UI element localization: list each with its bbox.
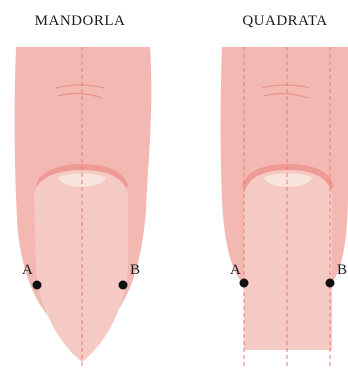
square-point-b-marker — [326, 279, 335, 288]
almond-point-a-marker — [33, 281, 42, 290]
almond-panel: MANDORLA A B — [15, 13, 152, 368]
almond-point-b-label: B — [130, 262, 140, 278]
square-point-a-label: A — [230, 262, 241, 278]
almond-title: MANDORLA — [35, 13, 126, 29]
square-nail — [244, 170, 332, 350]
square-panel: QUADRATA A B — [221, 13, 348, 368]
square-point-b-label: B — [337, 262, 347, 278]
almond-nail — [34, 170, 128, 362]
almond-point-a-label: A — [22, 262, 33, 278]
square-title: QUADRATA — [242, 13, 327, 29]
square-point-a-marker — [240, 279, 249, 288]
almond-point-b-marker — [119, 281, 128, 290]
